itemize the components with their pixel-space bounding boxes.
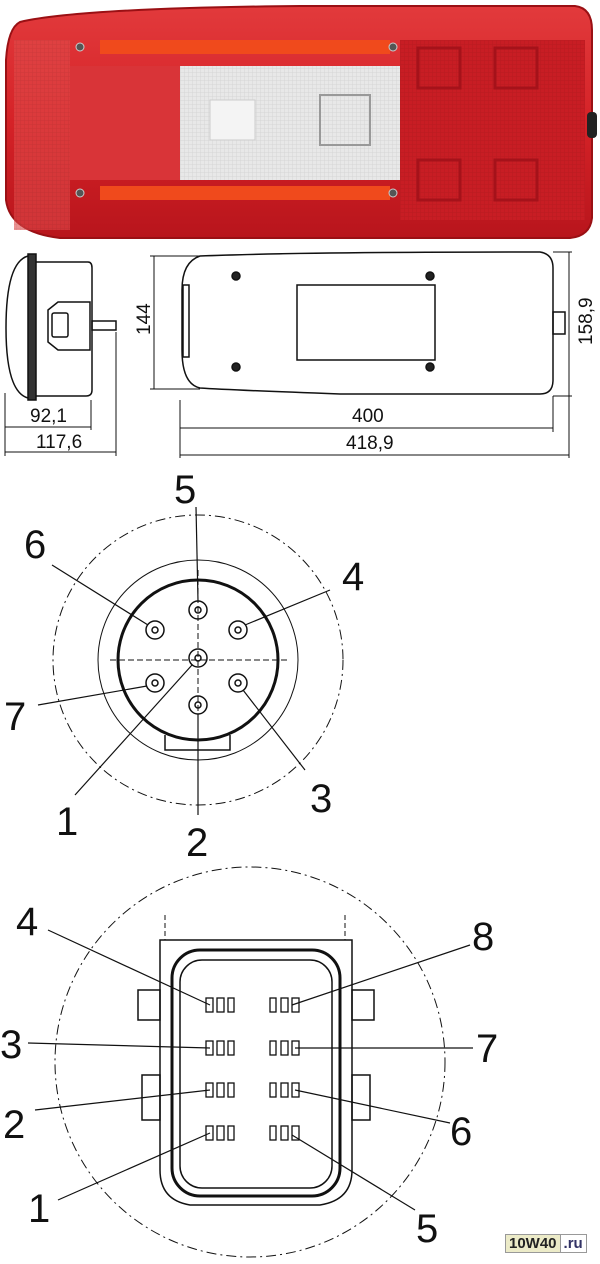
pin-label-1: 1 [56,800,78,844]
pin8-label-3: 3 [0,1023,22,1067]
pin8-label-7: 7 [476,1027,498,1071]
watermark-left: 10W40 [506,1235,560,1252]
pin-label-3: 3 [310,777,332,821]
pin-label-6: 6 [24,523,46,567]
amber-strip-bottom [100,186,390,200]
pin-label-2: 2 [186,821,208,865]
watermark-logo: 10W40 .ru [505,1234,587,1253]
watermark-right: .ru [559,1235,586,1252]
amber-strip-top [100,40,390,54]
pin8-label-5: 5 [416,1207,438,1251]
pin8-label-4: 4 [16,900,38,944]
dim-width-total: 418,9 [346,433,394,454]
pin-label-4: 4 [342,555,364,599]
dim-width: 400 [352,406,384,427]
pin8-label-1: 1 [28,1187,50,1231]
lamp-front-photo [5,5,597,239]
connector-8pin-drawing [27,866,473,1258]
dim-height: 144 [134,303,155,335]
side-view [4,253,117,456]
pin-label-7: 7 [4,695,26,739]
pin-label-5: 5 [174,468,196,512]
dim-height-total: 158,9 [576,297,597,345]
top-view [150,251,572,458]
pin8-label-2: 2 [3,1103,25,1147]
pin8-label-8: 8 [472,915,494,959]
connector-7pin-drawing [37,506,344,815]
dim-side-total: 117,6 [36,432,82,453]
pin8-label-6: 6 [450,1110,472,1154]
dim-side-depth: 92,1 [30,406,67,427]
